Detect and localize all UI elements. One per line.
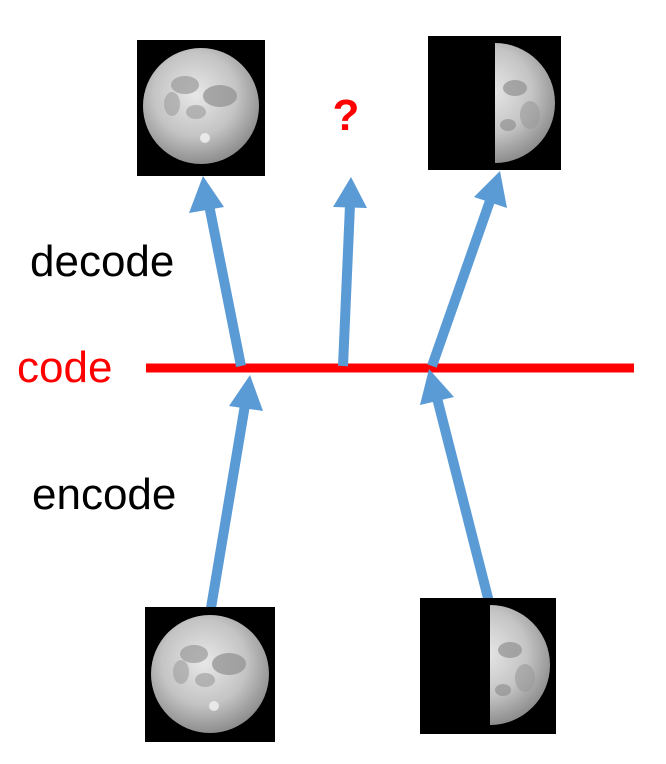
encode-arrow-right	[420, 369, 494, 604]
half-moon-top-image	[428, 36, 561, 170]
code-label: code	[17, 343, 112, 392]
encode-label: encode	[32, 470, 176, 519]
decode-arrow-middle	[333, 177, 367, 367]
unknown-output-label: ?	[333, 91, 360, 140]
encode-arrow-left	[206, 375, 263, 609]
full-moon-top-image	[137, 40, 265, 176]
full-moon-bottom-image	[145, 607, 275, 742]
decode-label: decode	[30, 237, 174, 286]
decode-arrow-right	[427, 171, 507, 368]
half-moon-bottom-image	[420, 598, 556, 734]
decode-arrow-left	[189, 176, 246, 367]
